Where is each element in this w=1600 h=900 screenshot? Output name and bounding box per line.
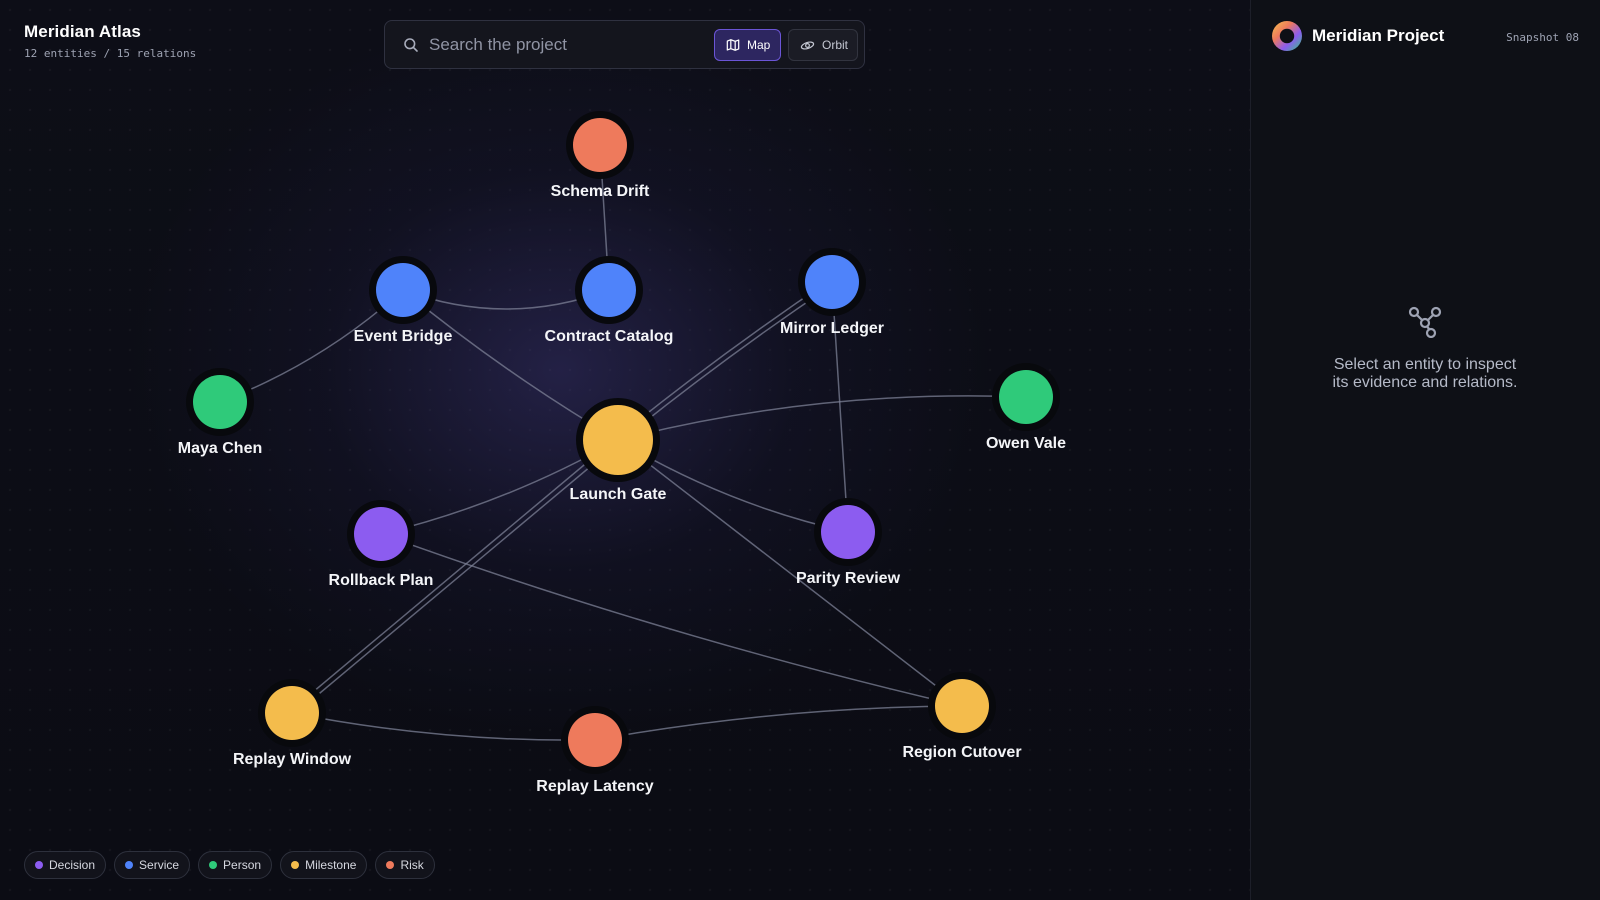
node-owen-vale[interactable]: Owen Vale [986, 363, 1066, 452]
panel-divider [1250, 0, 1251, 900]
node-event-bridge[interactable]: Event Bridge [354, 256, 453, 345]
decision-dot [35, 861, 43, 869]
legend-chip-decision[interactable]: Decision [24, 851, 107, 879]
empty-state-line-1: Select an entity to inspect [1333, 356, 1517, 373]
map-view-label: Map [747, 38, 771, 52]
legend-chip-person[interactable]: Person [198, 851, 273, 879]
orbit-view-label: Orbit [822, 38, 849, 52]
node-parity-review[interactable]: Parity Review [796, 498, 901, 587]
node-replay-latency[interactable]: Replay Latency [536, 706, 654, 795]
orbit-icon [800, 40, 815, 50]
app-title: Meridian Atlas [24, 22, 141, 41]
type-legend: Decision Service Person Milestone Risk [24, 851, 435, 879]
node-label: Replay Latency [536, 778, 653, 795]
node-contract-catalog[interactable]: Contract Catalog [545, 256, 674, 345]
edge-replay-window-replay-latency [291, 712, 596, 741]
node-circle-milestone[interactable] [265, 686, 319, 740]
node-circle-service[interactable] [376, 263, 430, 317]
node-circle-person[interactable] [193, 375, 247, 429]
edge-replay-latency-region-cutover [594, 705, 963, 741]
node-schema-drift[interactable]: Schema Drift [551, 111, 650, 200]
project-logo-icon [1272, 21, 1302, 51]
inspector-panel: Meridian Project Snapshot 08 Select an e… [1251, 0, 1600, 900]
legend-chip-risk[interactable]: Risk [375, 851, 435, 879]
edge-launch-gate-owen-vale [617, 395, 1027, 441]
legend-label: Milestone [305, 858, 357, 872]
node-label: Region Cutover [902, 744, 1021, 761]
edge-launch-gate-region-cutover [617, 439, 963, 707]
node-circle-decision[interactable] [821, 505, 875, 559]
node-circle-service[interactable] [805, 255, 859, 309]
node-label: Schema Drift [551, 183, 650, 200]
node-mirror-ledger[interactable]: Mirror Ledger [780, 248, 884, 337]
snapshot-label: Snapshot 08 [1506, 31, 1579, 44]
node-replay-window[interactable]: Replay Window [233, 679, 352, 768]
map-icon [726, 39, 740, 51]
person-dot [209, 861, 218, 869]
node-rollback-plan[interactable]: Rollback Plan [329, 500, 434, 589]
legend-chip-service[interactable]: Service [114, 851, 191, 879]
node-launch-gate[interactable]: Launch Gate [570, 398, 667, 503]
graph-nodes-icon [1408, 306, 1442, 338]
node-maya-chen[interactable]: Maya Chen [178, 368, 262, 457]
milestone-dot [291, 861, 300, 869]
node-circle-decision[interactable] [354, 507, 408, 561]
service-dot [125, 861, 134, 869]
node-region-cutover[interactable]: Region Cutover [902, 672, 1022, 761]
search-bar: Map Orbit [384, 20, 865, 69]
node-circle-risk[interactable] [573, 118, 627, 172]
node-circle-person[interactable] [999, 370, 1053, 424]
project-name: Meridian Project [1312, 26, 1445, 45]
graph-stats: 12 entities / 15 relations [24, 47, 197, 60]
node-label: Parity Review [796, 570, 901, 587]
node-circle-milestone[interactable] [583, 405, 653, 475]
edges-layer [219, 144, 1027, 741]
legend-label: Person [223, 858, 262, 872]
orbit-view-button[interactable]: Orbit [788, 29, 858, 61]
node-label: Maya Chen [178, 440, 262, 457]
map-view-button[interactable]: Map [714, 29, 781, 61]
edge-launch-gate-replay-window [293, 441, 621, 716]
search-input[interactable] [429, 33, 699, 57]
node-label: Contract Catalog [545, 328, 674, 345]
legend-label: Risk [400, 858, 424, 872]
risk-dot [386, 861, 395, 869]
node-label: Owen Vale [986, 435, 1066, 452]
panel-header: Meridian Project [1272, 21, 1444, 51]
legend-chip-milestone[interactable]: Milestone [280, 851, 368, 879]
edge-launch-gate-replay-window [289, 437, 617, 712]
legend-label: Service [139, 858, 180, 872]
empty-state-message: Select an entity to inspect its evidence… [1291, 356, 1559, 392]
node-label: Event Bridge [354, 328, 453, 345]
node-label: Rollback Plan [329, 572, 434, 589]
edge-rollback-plan-region-cutover [380, 533, 963, 707]
search-icon [404, 38, 418, 52]
app-brand: Meridian Atlas 12 entities / 15 relation… [24, 22, 196, 60]
node-circle-service[interactable] [582, 263, 636, 317]
node-circle-milestone[interactable] [935, 679, 989, 733]
node-circle-risk[interactable] [568, 713, 622, 767]
node-label: Mirror Ledger [780, 320, 884, 337]
node-label: Replay Window [233, 751, 352, 768]
node-label: Launch Gate [570, 486, 667, 503]
legend-label: Decision [49, 858, 96, 872]
empty-state-line-2: its evidence and relations. [1332, 374, 1518, 391]
